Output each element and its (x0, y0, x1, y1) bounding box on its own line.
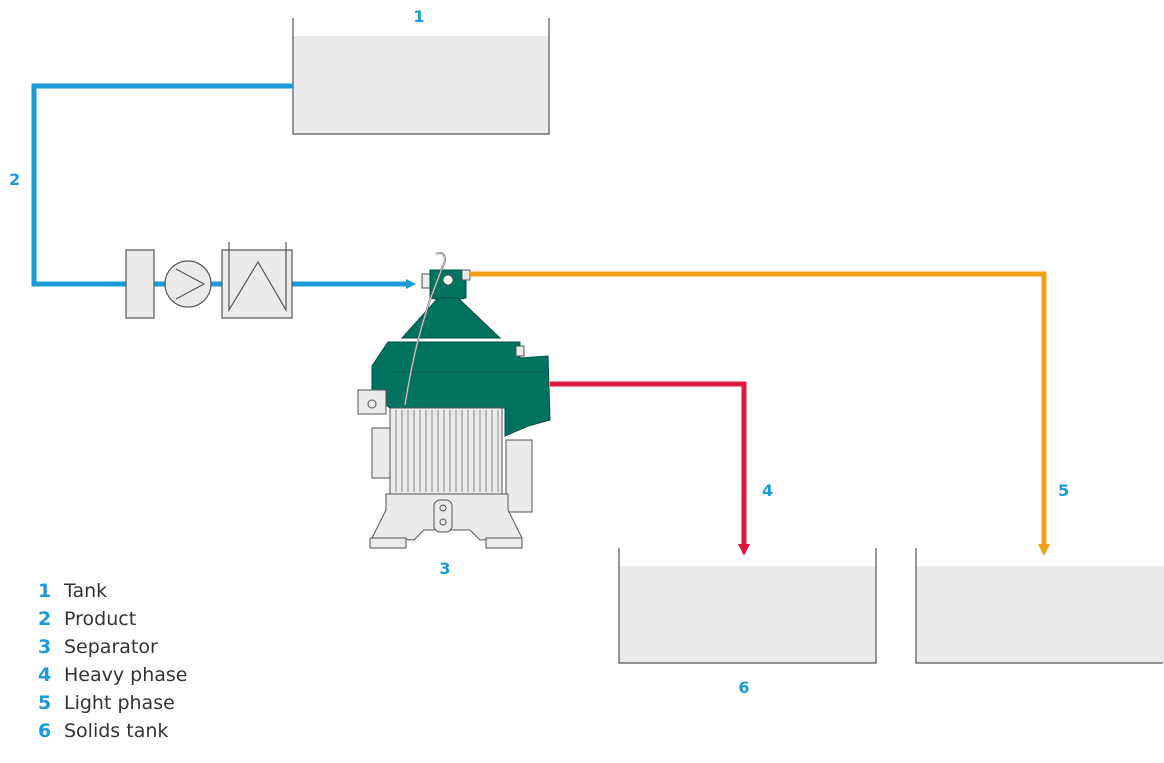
product-number: 2 (9, 170, 20, 189)
legend: 1 Tank 2 Product 3 Separator 4 Heavy phase 5… (38, 580, 187, 748)
light-phase-number: 5 (1058, 481, 1069, 500)
strainer-icon (125, 249, 155, 319)
legend-item: 3 Separator (38, 636, 187, 664)
legend-number: 5 (38, 692, 52, 714)
legend-number: 4 (38, 664, 52, 686)
legend-item: 2 Product (38, 608, 187, 636)
legend-label: Solids tank (64, 720, 169, 742)
feed-tank (292, 18, 550, 135)
filter-icon (221, 242, 293, 319)
legend-number: 1 (38, 580, 52, 602)
legend-item: 4 Heavy phase (38, 664, 187, 692)
legend-number: 6 (38, 720, 52, 742)
legend-item: 5 Light phase (38, 692, 187, 720)
legend-label: Tank (64, 580, 108, 602)
product-line (31, 83, 293, 287)
light-phase-line (470, 271, 1050, 556)
legend-label: Product (64, 608, 137, 630)
legend-item: 6 Solids tank (38, 720, 187, 748)
legend-number: 2 (38, 608, 52, 630)
tank-number: 1 (413, 7, 424, 26)
light-phase-tank (915, 548, 1164, 664)
heavy-phase-tank (618, 548, 877, 664)
separator-icon (357, 252, 551, 549)
legend-label: Light phase (64, 692, 175, 714)
legend-item: 1 Tank (38, 580, 187, 608)
legend-label: Separator (64, 636, 158, 658)
legend-number: 3 (38, 636, 52, 658)
heavy-phase-line (550, 381, 750, 556)
pump-icon (164, 260, 212, 308)
legend-label: Heavy phase (64, 664, 188, 686)
heavy-phase-number: 4 (762, 481, 773, 500)
solids-tank-number: 6 (738, 678, 749, 697)
separator-number: 3 (439, 559, 450, 578)
